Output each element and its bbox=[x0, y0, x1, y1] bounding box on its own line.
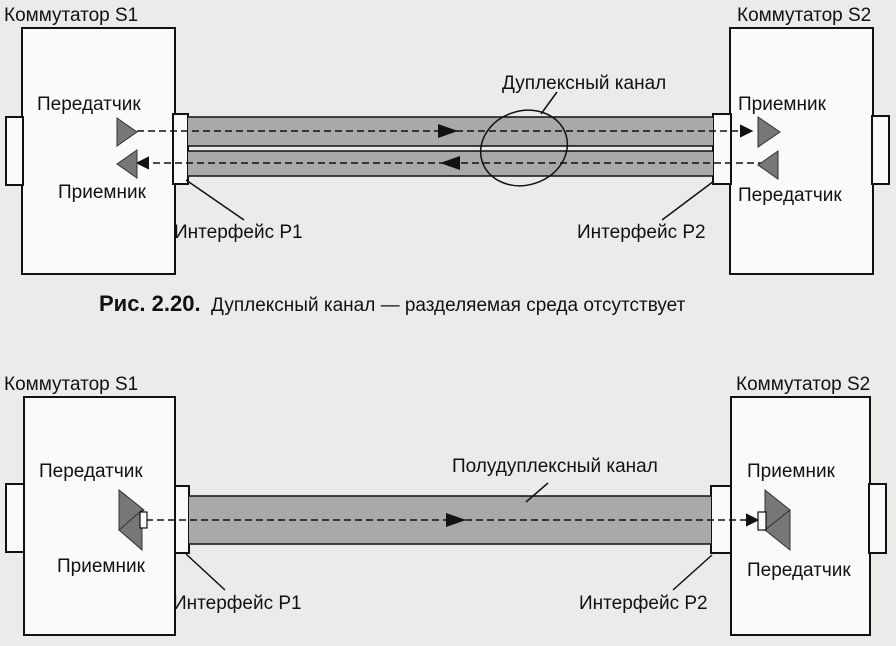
transmitter-s1-triangle bbox=[116, 117, 138, 147]
switch-s1-box bbox=[21, 27, 176, 275]
port-left-side bbox=[5, 483, 25, 553]
port-right-side bbox=[868, 483, 887, 554]
s1-title: Коммутатор S1 bbox=[4, 5, 138, 26]
switch-s1-box bbox=[23, 396, 176, 636]
s2-title: Коммутатор S2 bbox=[737, 5, 871, 26]
channel-label: Полудуплексный канал bbox=[452, 456, 658, 477]
figure-duplex: Коммутатор S1 Коммутатор S2 Передатчик П… bbox=[4, 5, 890, 316]
s2-transmitter-label: Передатчик bbox=[738, 185, 842, 206]
channel-label-leader bbox=[540, 91, 558, 115]
interface-p2-port bbox=[712, 113, 732, 185]
interface-p2-label: Интерфейс Р2 bbox=[579, 593, 708, 614]
transmitter-s2-triangle bbox=[757, 150, 779, 180]
s1-title: Коммутатор S1 bbox=[4, 374, 138, 395]
s2-transmitter-label: Передатчик bbox=[747, 560, 851, 581]
figure-half-duplex: Коммутатор S1 Коммутатор S2 Передатчик П… bbox=[4, 374, 887, 636]
s1-transmitter-label: Передатчик bbox=[37, 94, 141, 115]
channel-label-leader bbox=[525, 482, 549, 503]
mid-arrow-back bbox=[440, 156, 460, 170]
interface-p2-leader bbox=[672, 554, 713, 591]
s2-title: Коммутатор S2 bbox=[736, 374, 870, 395]
interface-p2-label: Интерфейс Р2 bbox=[577, 222, 706, 243]
s1-junction bbox=[139, 511, 148, 529]
caption-text: Дуплексный канал — разделяемая среда отс… bbox=[211, 295, 686, 316]
caption-number: Рис. 2.20. bbox=[99, 291, 201, 316]
port-right-side bbox=[871, 115, 890, 185]
interface-p1-leader bbox=[185, 553, 226, 591]
port-left-side bbox=[5, 116, 24, 186]
s2-junction bbox=[757, 511, 767, 531]
channel-label: Дуплексный канал bbox=[502, 73, 666, 94]
switch-s2-box bbox=[729, 27, 874, 275]
mid-arrow-forward bbox=[446, 513, 466, 527]
interface-p2-leader bbox=[661, 180, 715, 221]
interface-p1-leader bbox=[185, 179, 245, 221]
mid-arrow-forward bbox=[438, 124, 458, 138]
receiver-s1-triangle bbox=[118, 508, 143, 552]
interface-p1-label: Интерфейс Р1 bbox=[173, 593, 302, 614]
channel-highlight-ellipse bbox=[479, 109, 569, 187]
s2-receiver-label: Приемник bbox=[738, 94, 827, 115]
s1-receiver-label: Приемник bbox=[58, 182, 147, 203]
receiver-s1-triangle bbox=[116, 149, 138, 179]
s2-receiver-label: Приемник bbox=[747, 461, 836, 482]
switch-s2-box bbox=[730, 396, 871, 636]
s1-receiver-label: Приемник bbox=[57, 556, 146, 577]
s1-transmitter-label: Передатчик bbox=[39, 461, 143, 482]
duplex-cable bbox=[188, 116, 713, 177]
interface-p1-port bbox=[172, 113, 189, 185]
figure-caption: Рис. 2.20. Дуплексный канал — разделяема… bbox=[99, 291, 686, 316]
interface-p1-label: Интерфейс Р1 bbox=[174, 222, 303, 243]
receiver-s2-triangle bbox=[757, 116, 781, 148]
transmitter-s2-triangle bbox=[764, 508, 791, 552]
